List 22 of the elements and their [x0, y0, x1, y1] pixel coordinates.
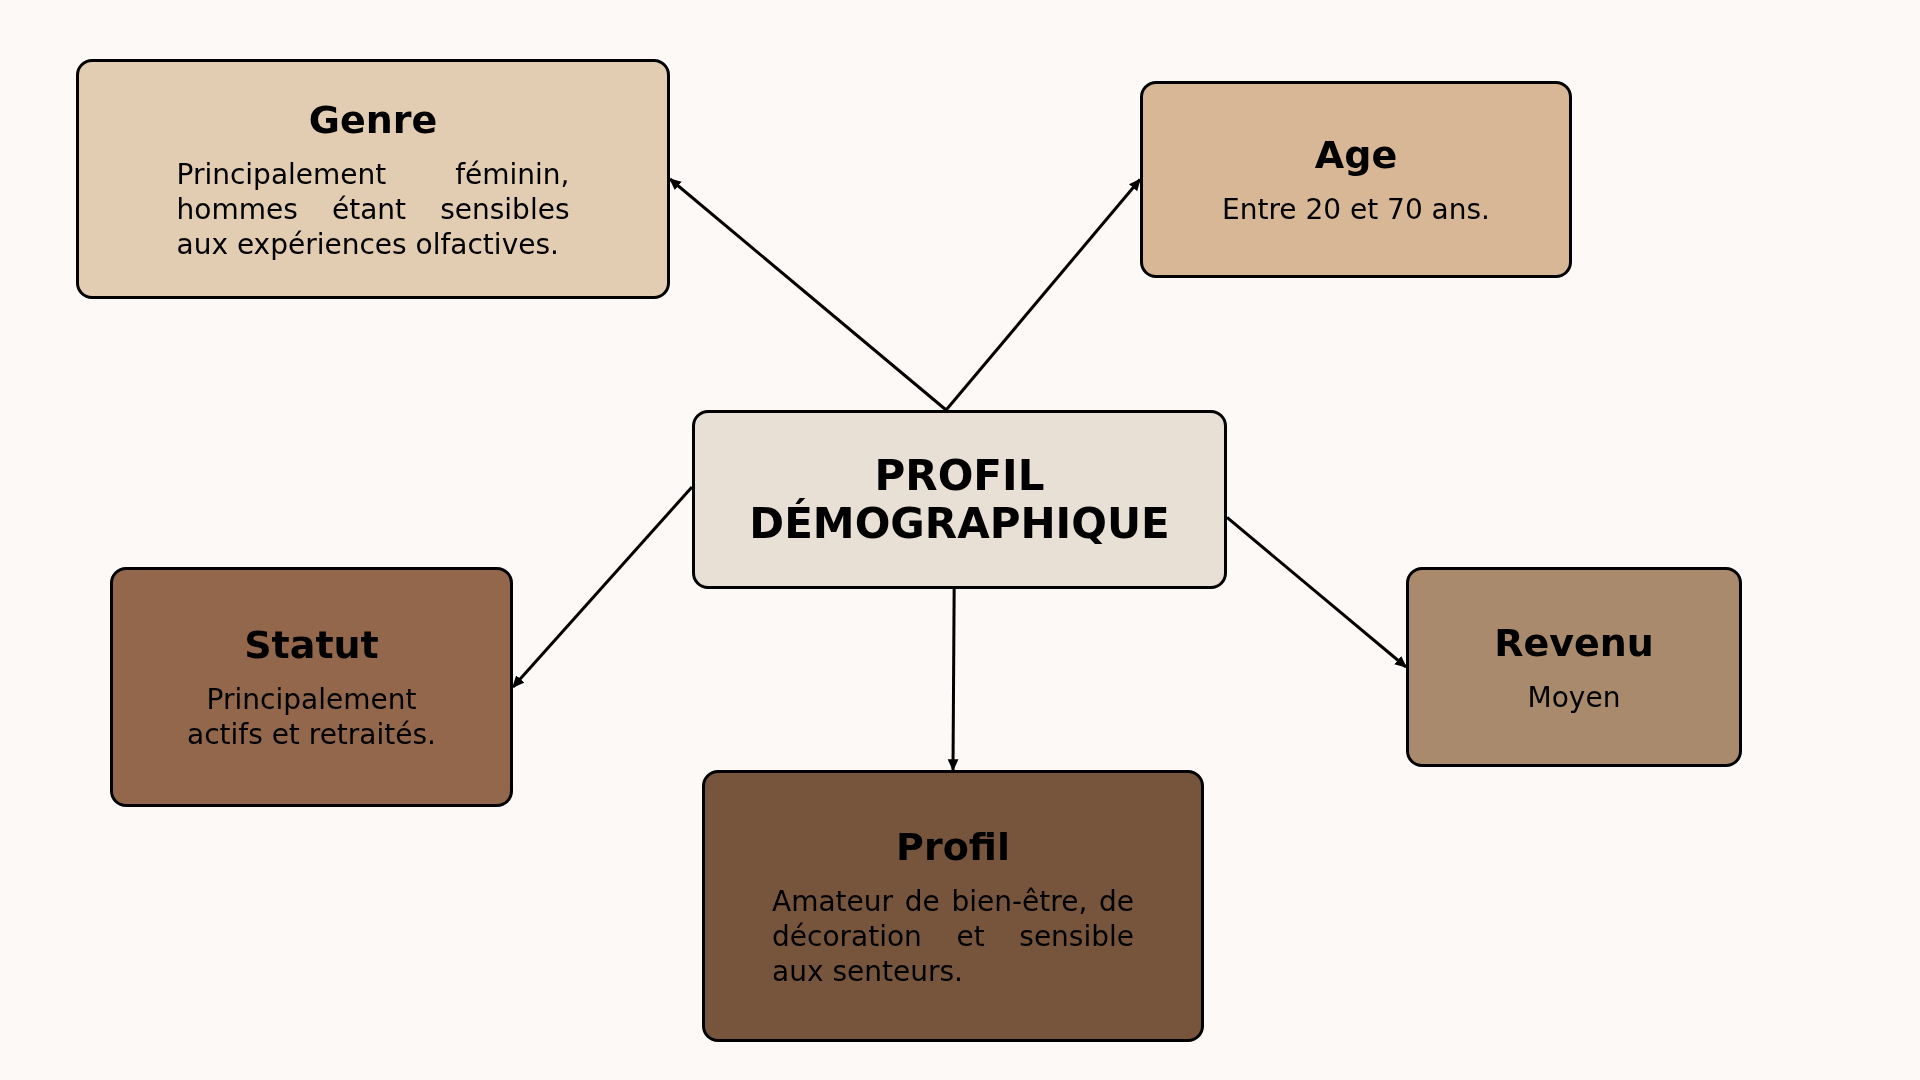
box-title: Profil: [896, 823, 1010, 870]
category-box: [702, 770, 1204, 1042]
box-title: Statut: [244, 622, 379, 668]
box-description: Amateur de bien-être, de décoration et sensible aux senteurs.: [772, 883, 1134, 989]
arrow: [945, 178, 1142, 411]
box-description: Moyen: [1526, 679, 1622, 715]
box-title: Revenu: [1494, 619, 1654, 666]
category-box: [76, 59, 670, 299]
arrow: [1226, 516, 1407, 669]
box-title: PROFIL DÉMOGRAPHIQUE: [748, 451, 1171, 548]
arrow: [669, 177, 948, 412]
central-box: [692, 410, 1227, 589]
box-description: Entre 20 et 70 ans.: [1221, 192, 1491, 227]
arrow: [511, 485, 694, 688]
box-title: Genre: [308, 96, 438, 143]
box-description: Principalement féminin, hommes étant sensibles aux expériences olfactives.: [176, 156, 570, 262]
category-box: [1140, 81, 1572, 278]
box-title: Age: [1314, 132, 1398, 178]
category-box: [110, 567, 513, 807]
category-box: [1406, 567, 1742, 767]
arrow: [947, 589, 959, 772]
box-description: Principalement actifs et retraités.: [186, 682, 437, 752]
